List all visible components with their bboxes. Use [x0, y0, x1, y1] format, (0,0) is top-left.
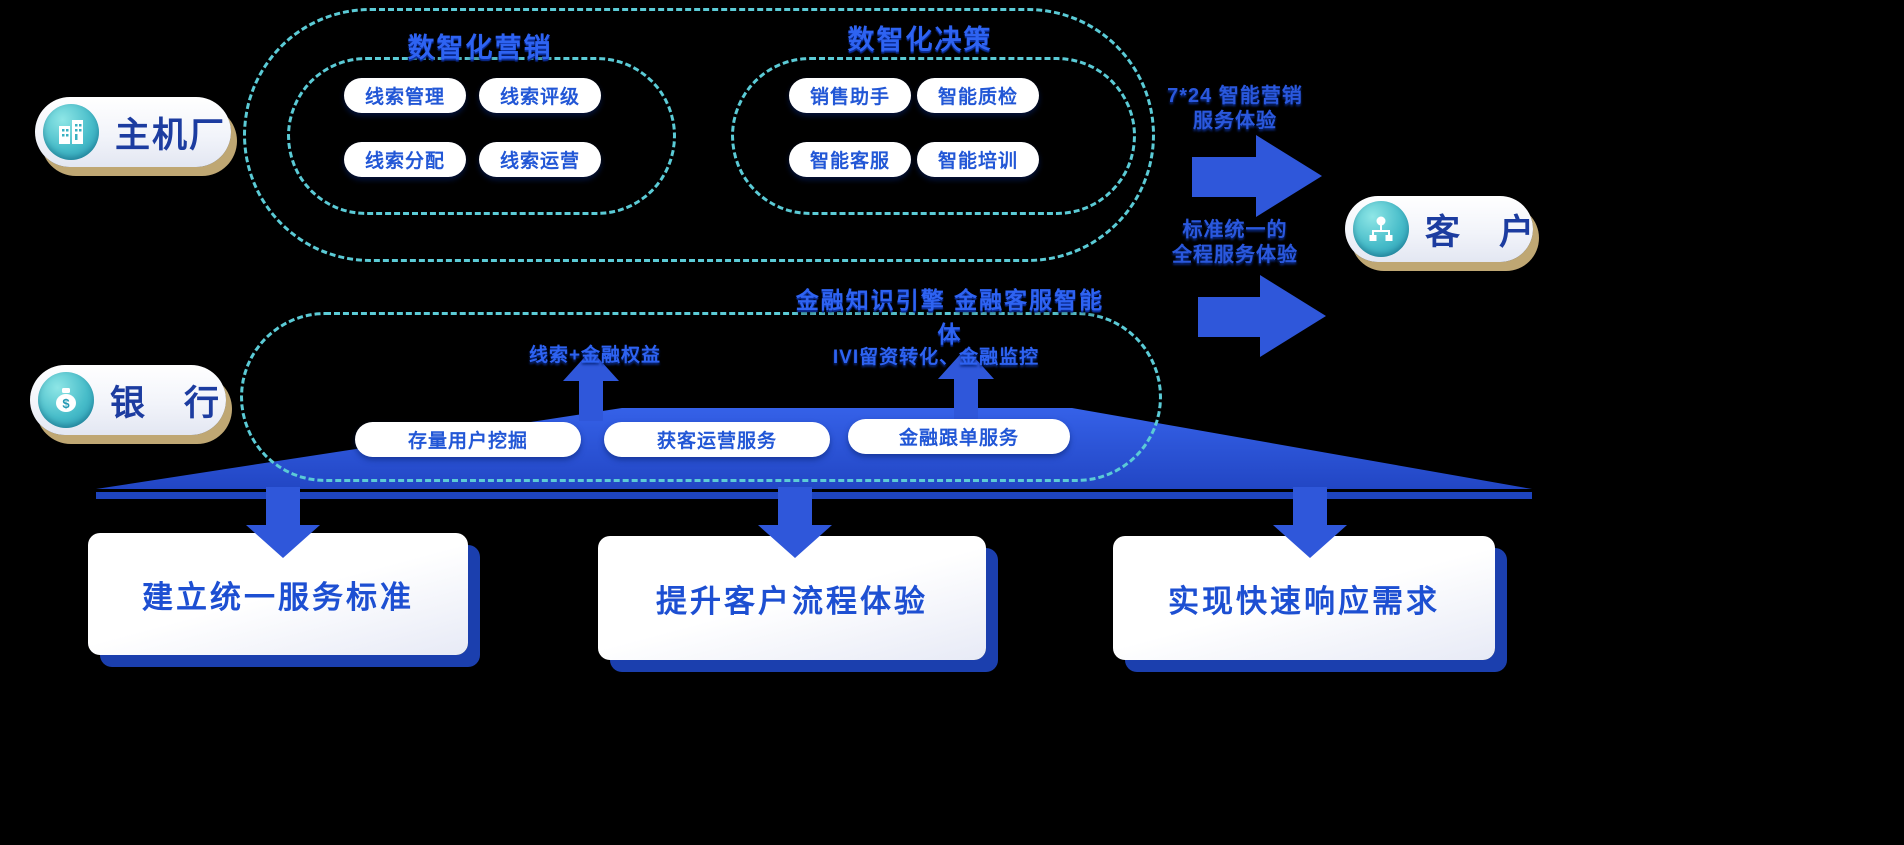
- decision-item-pill: 智能客服: [789, 142, 911, 177]
- right-note-1: 7*24 智能营销 服务体验: [1155, 84, 1315, 134]
- marketing-item-pill: 线索评级: [479, 78, 601, 113]
- marketing-item-pill: 线索运营: [479, 142, 601, 177]
- finance-left-note: 线索+金融权益: [528, 345, 662, 366]
- customer-badge: 客 户: [1345, 196, 1537, 262]
- decision-item-pill: 智能质检: [917, 78, 1039, 113]
- finance-pill: 存量用户挖掘: [355, 422, 581, 457]
- marketing-group: [287, 57, 676, 215]
- finance-engine-title: 金融知识引擎 金融客服智能体: [795, 287, 1105, 347]
- goal-card: 实现快速响应需求: [1113, 536, 1495, 660]
- oem-outer-group: [243, 8, 1155, 262]
- goal-card: 提升客户流程体验: [598, 536, 986, 660]
- customer-label: 客 户: [1425, 212, 1537, 252]
- marketing-item-pill: 线索管理: [344, 78, 466, 113]
- right-arrow-icon: [1198, 275, 1326, 357]
- finance-pill: 金融跟单服务: [848, 419, 1070, 454]
- decision-item-pill: 智能培训: [917, 142, 1039, 177]
- finance-pill: 获客运营服务: [604, 422, 830, 457]
- goal-card-label: 提升客户流程体验: [656, 583, 928, 619]
- goal-card-label: 建立统一服务标准: [142, 579, 414, 615]
- finance-right-note: IVI留资转化、金融监控: [832, 347, 1040, 368]
- decision-group: [731, 57, 1136, 215]
- platform-base-line: [96, 492, 1532, 499]
- money-bag-icon: $: [38, 372, 94, 428]
- org-icon: [1353, 201, 1409, 257]
- bank-label: 银 行: [110, 383, 222, 423]
- oem-badge: 主机厂: [35, 97, 231, 167]
- decision-title: 数智化决策: [847, 25, 993, 55]
- right-note-1-line-2: 服务体验: [1193, 110, 1277, 132]
- right-arrow-icon: [1192, 135, 1322, 217]
- goal-card-label: 实现快速响应需求: [1168, 583, 1440, 619]
- building-icon: [43, 104, 99, 160]
- oem-label: 主机厂: [115, 115, 227, 155]
- right-note-2-line-1: 标准统一的: [1182, 219, 1288, 241]
- marketing-item-pill: 线索分配: [344, 142, 466, 177]
- decision-item-pill: 销售助手: [789, 78, 911, 113]
- marketing-title: 数智化营销: [407, 33, 553, 63]
- right-note-2: 标准统一的 全程服务体验: [1155, 218, 1315, 268]
- bank-group: [240, 312, 1162, 482]
- bank-badge: $ 银 行: [30, 365, 226, 435]
- right-note-2-line-2: 全程服务体验: [1172, 244, 1298, 266]
- svg-text:$: $: [62, 396, 70, 411]
- right-note-1-line-1: 7*24 智能营销: [1167, 85, 1303, 107]
- goal-card: 建立统一服务标准: [88, 533, 468, 655]
